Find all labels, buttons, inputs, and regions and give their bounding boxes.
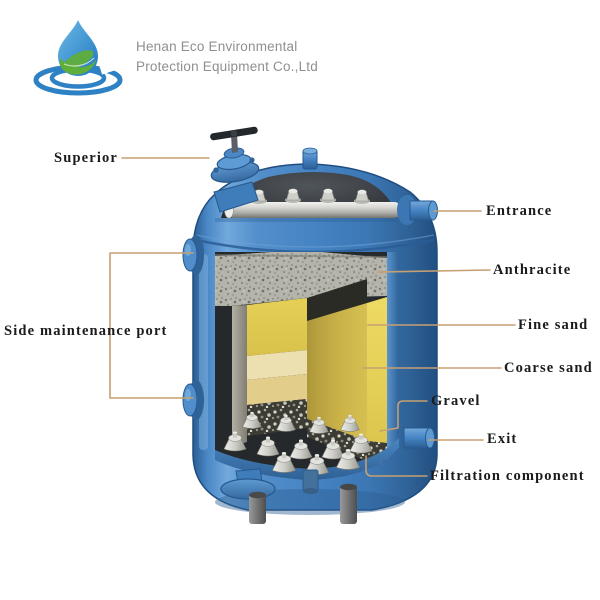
leader-lines (109, 157, 516, 477)
top-vent-stub (302, 147, 318, 170)
bottom-plate (215, 438, 399, 480)
logo-drop-icon (33, 20, 126, 96)
valve-handle-icon (210, 126, 258, 141)
leader-anthracite (377, 269, 491, 273)
label-coarse-sand: Coarse sand (504, 360, 593, 376)
label-side-maintenance-port: Side maintenance port (4, 323, 168, 339)
exit-pipe (403, 427, 435, 449)
fine-sand-layer (247, 298, 307, 356)
label-fine-sand: Fine sand (518, 317, 589, 333)
inner-right-wall (387, 252, 399, 460)
leader-gravel (379, 400, 428, 432)
leader-filtration-component (365, 455, 428, 477)
logo-leaf-icon (60, 50, 96, 75)
coarse-sand-layer (247, 350, 307, 380)
bottom-center-stub (302, 469, 319, 494)
support-legs (249, 483, 357, 524)
valve-stem (231, 133, 238, 153)
entrance-pipe (397, 195, 438, 225)
media-column (307, 279, 387, 468)
side-port-top (182, 235, 204, 275)
label-entrance: Entrance (486, 203, 553, 219)
company-logo: Henan Eco Environmental Protection Equip… (26, 16, 318, 98)
side-port-bottom (182, 380, 204, 420)
media-cutaway (215, 252, 399, 480)
label-filtration-component: Filtration component (430, 468, 585, 484)
label-anthracite: Anthracite (493, 262, 572, 278)
label-exit: Exit (487, 431, 518, 447)
superior-valve (210, 126, 260, 213)
leader-side-maintenance-port (109, 252, 194, 399)
label-gravel: Gravel (431, 393, 481, 409)
label-superior: Superior (54, 150, 118, 166)
company-name-line1: Henan Eco Environmental (136, 39, 298, 54)
company-name-line2: Protection Equipment Co.,Ltd (136, 59, 318, 74)
